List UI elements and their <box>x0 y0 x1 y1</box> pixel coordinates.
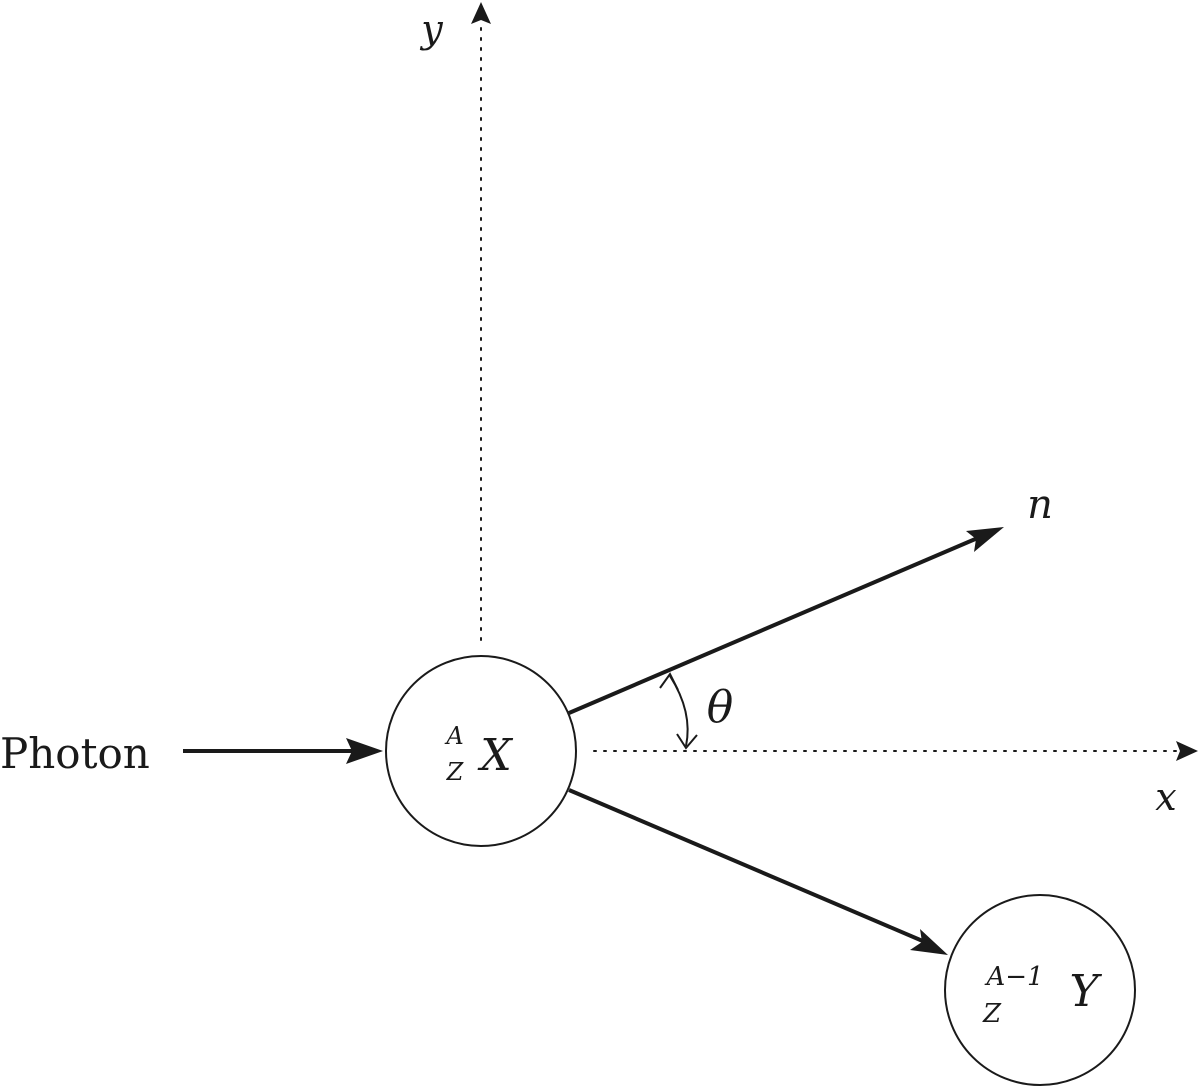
neutron-arrow <box>568 535 981 715</box>
target-symbol: X <box>477 730 513 781</box>
angle-arc-arrow-top <box>659 672 679 691</box>
photon-label: Photon <box>0 729 150 778</box>
residual-nucleus-arrowhead <box>910 929 948 955</box>
residual-nucleus-circle <box>944 894 1136 1086</box>
residual-atomic-number: Z <box>982 999 1002 1029</box>
target-atomic-number: Z <box>446 758 465 786</box>
y-axis-arrowhead <box>471 2 491 24</box>
neutron-label: n <box>1027 482 1053 528</box>
angle-arc-arrow-bottom <box>676 733 698 750</box>
neutron-arrowhead <box>966 527 1004 552</box>
x-axis-arrowhead <box>1176 741 1198 761</box>
target-nucleus-circle <box>385 655 577 847</box>
target-mass-number: A <box>444 722 463 750</box>
residual-symbol: Y <box>1069 966 1102 1017</box>
y-axis-label: y <box>419 7 443 51</box>
residual-mass-number: A−1 <box>984 962 1043 992</box>
residual-nucleus-arrow <box>568 788 926 944</box>
photon-arrowhead <box>346 738 383 764</box>
x-axis-label: x <box>1155 775 1176 819</box>
angle-theta-label: θ <box>707 682 734 733</box>
